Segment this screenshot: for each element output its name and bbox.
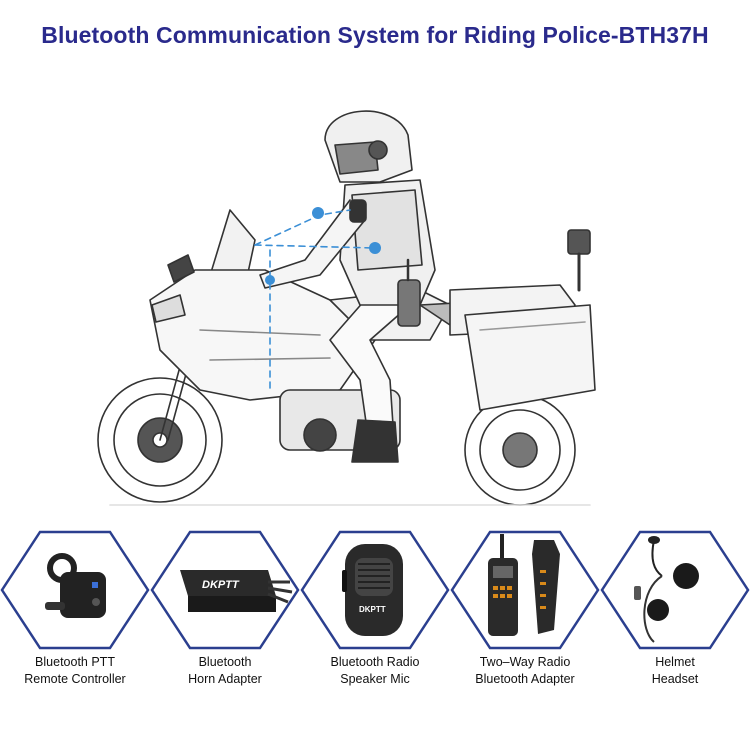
horn-adapter-icon: DKPTT bbox=[180, 570, 293, 612]
product-row: Bluetooth PTT Remote Controller DKPTT Bl… bbox=[0, 530, 750, 730]
product-headset: Helmet Headset bbox=[600, 530, 750, 730]
caption-line1: Bluetooth bbox=[198, 655, 252, 669]
speaker-mic-brand: DKPTT bbox=[359, 605, 386, 614]
bluetooth-icon bbox=[312, 207, 324, 219]
ptt-remote-icon bbox=[45, 553, 106, 618]
caption-line2: Headset bbox=[651, 672, 699, 686]
headset-icon bbox=[634, 536, 699, 643]
product-radio-adapter: Two–Way Radio Bluetooth Adapter bbox=[450, 530, 600, 730]
radio-adapter-icon bbox=[488, 534, 560, 636]
speaker-mic-icon: DKPTT bbox=[342, 544, 403, 636]
caption-line2: Speaker Mic bbox=[340, 672, 410, 686]
bluetooth-icon bbox=[265, 275, 275, 285]
hexagon-frame bbox=[450, 530, 600, 650]
product-ptt-remote: Bluetooth PTT Remote Controller bbox=[0, 530, 150, 730]
hexagon-frame bbox=[600, 530, 750, 650]
caption-line2: Remote Controller bbox=[24, 672, 126, 686]
product-caption: Bluetooth PTT Remote Controller bbox=[0, 654, 160, 688]
rear-wheel bbox=[464, 394, 576, 506]
caption-line1: Bluetooth PTT bbox=[35, 655, 115, 669]
product-horn-adapter: DKPTT Bluetooth Horn Adapter bbox=[150, 530, 300, 730]
hexagon-frame: DKPTT bbox=[150, 530, 300, 650]
caption-line1: Helmet bbox=[655, 655, 695, 669]
hexagon-frame: DKPTT bbox=[300, 530, 450, 650]
page-title: Bluetooth Communication System for Ridin… bbox=[41, 22, 709, 48]
product-caption: Bluetooth Radio Speaker Mic bbox=[290, 654, 460, 688]
bluetooth-icon bbox=[369, 242, 381, 254]
caption-line2: Horn Adapter bbox=[188, 672, 262, 686]
horn-adapter-brand: DKPTT bbox=[202, 579, 240, 591]
product-caption: Bluetooth Horn Adapter bbox=[140, 654, 310, 688]
product-caption: Helmet Headset bbox=[590, 654, 750, 688]
caption-line1: Bluetooth Radio bbox=[330, 655, 420, 669]
caption-line1: Two–Way Radio bbox=[479, 655, 571, 669]
motorcycle-police-illustration bbox=[97, 110, 596, 506]
product-caption: Two–Way Radio Bluetooth Adapter bbox=[440, 654, 610, 688]
product-speaker-mic: DKPTT Bluetooth Radio Speaker Mic bbox=[300, 530, 450, 730]
caption-line2: Bluetooth Adapter bbox=[475, 672, 575, 686]
hexagon-frame bbox=[0, 530, 150, 650]
